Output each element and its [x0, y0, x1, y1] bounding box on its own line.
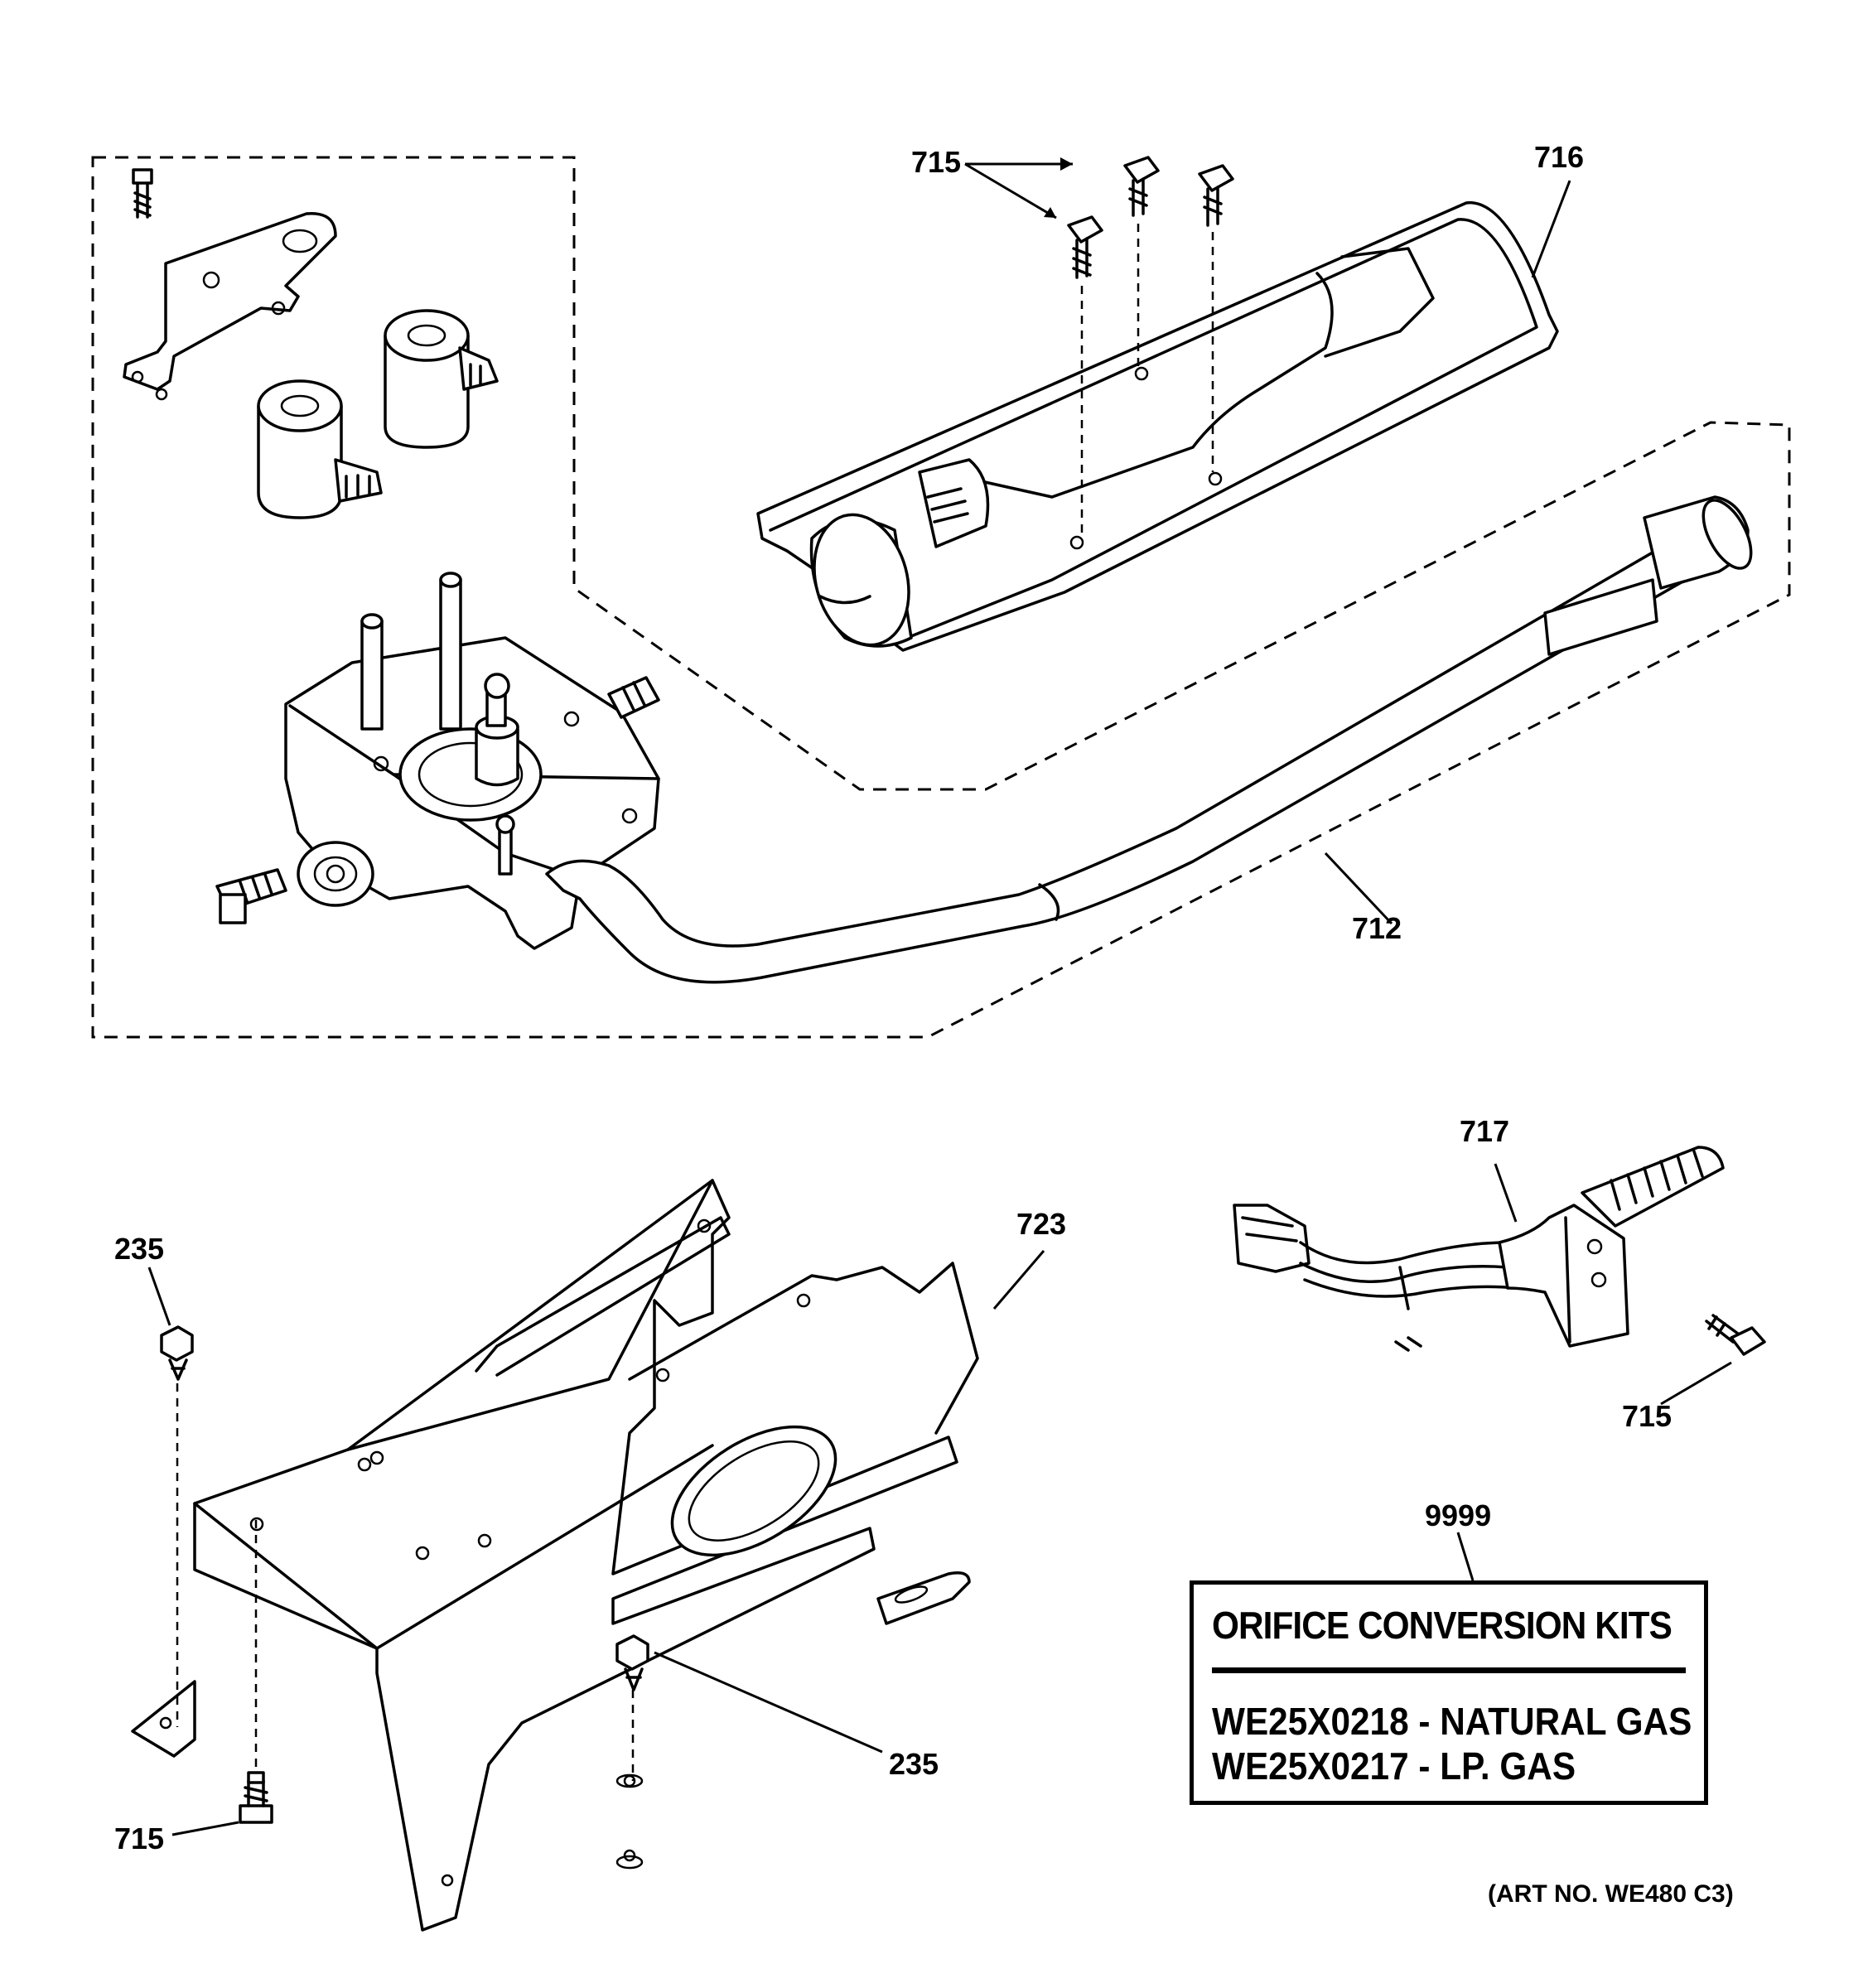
- kit-title: ORIFICE CONVERSION KITS: [1212, 1604, 1673, 1647]
- leader-lines: [147, 157, 1732, 1836]
- burner-housing: [756, 201, 1559, 652]
- kit-lp-gas: WE25X0217 - LP. GAS: [1212, 1744, 1576, 1788]
- burner-screw-icon: [1123, 156, 1160, 217]
- valve-orifice-icon: [607, 676, 660, 719]
- assembly-712-outline: [91, 156, 1791, 1039]
- burner-tube: [545, 495, 1753, 984]
- callout-717: 717: [1460, 1114, 1509, 1148]
- burner-screw-icon: [1198, 164, 1234, 227]
- burner-screw-icon: [1067, 215, 1103, 279]
- solenoid-coil-right: [384, 309, 499, 449]
- callout-235: 235: [889, 1747, 939, 1781]
- bracket-screw-235-icon: [615, 1634, 649, 1691]
- callout-712: 712: [1352, 911, 1402, 945]
- valve-bracket: [123, 212, 337, 401]
- bracket-screw-235-icon: [160, 1325, 194, 1381]
- callout-715: 715: [911, 145, 961, 179]
- bracket-screw-715-icon: [239, 1771, 273, 1824]
- bracket-screw-icon: [132, 168, 153, 219]
- callout-715: 715: [1622, 1399, 1672, 1433]
- callout-235: 235: [114, 1232, 164, 1266]
- burner-bracket: [131, 1179, 979, 1932]
- igniter: [1233, 1146, 1725, 1352]
- callout-723: 723: [1016, 1207, 1066, 1241]
- art-number: (ART NO. WE480 C3): [1488, 1880, 1734, 1908]
- kit-divider: [1212, 1667, 1686, 1673]
- callout-9999: 9999: [1425, 1498, 1491, 1532]
- callout-715: 715: [114, 1822, 164, 1855]
- callout-716: 716: [1534, 140, 1584, 174]
- kit-natural-gas: WE25X0218 - NATURAL GAS: [1212, 1700, 1692, 1743]
- solenoid-coil-left: [257, 379, 383, 519]
- igniter-screw-icon: [1705, 1314, 1766, 1356]
- orifice-kit-box: ORIFICE CONVERSION KITS WE25X0218 - NATU…: [1190, 1580, 1708, 1805]
- valve-fitting-icon: [215, 868, 287, 924]
